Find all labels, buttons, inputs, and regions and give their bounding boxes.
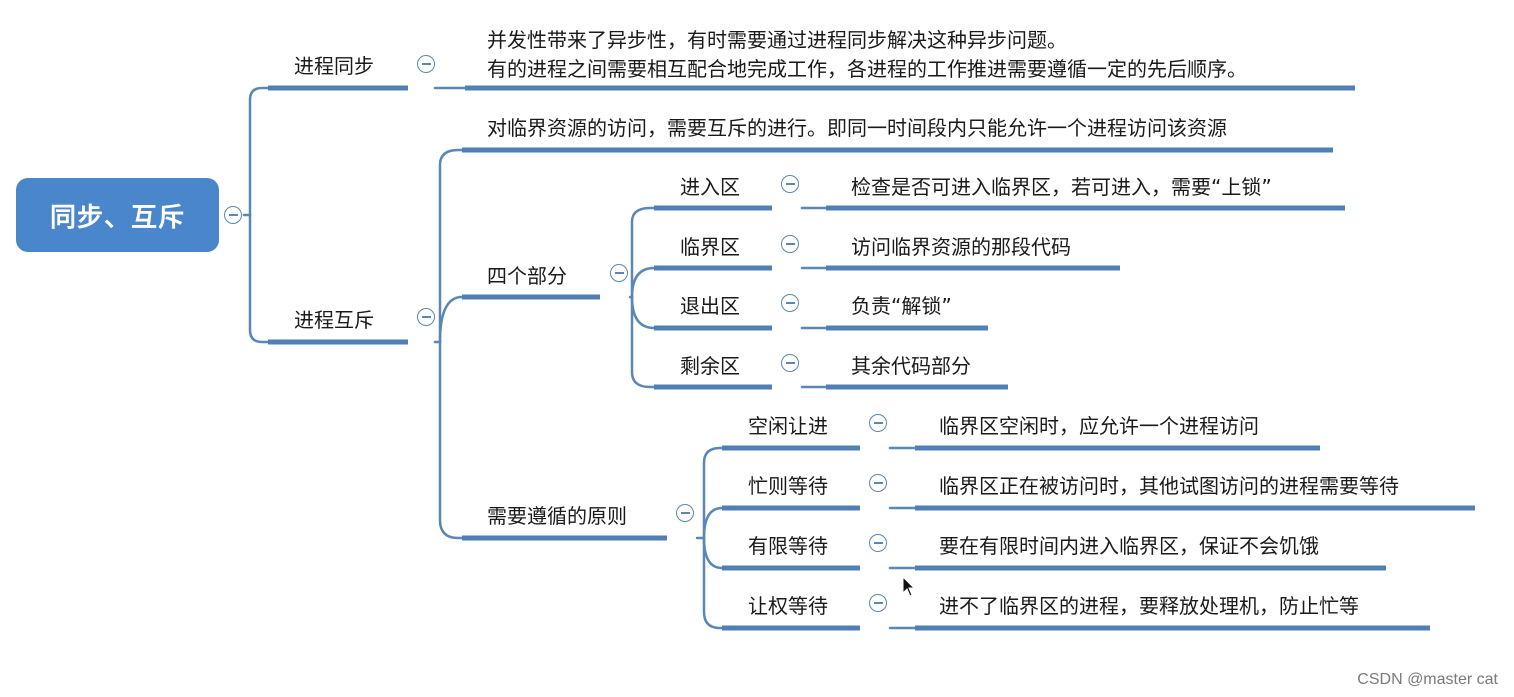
principles-item-collapse-icon[interactable] [869,594,887,612]
principles-item-collapse-icon[interactable] [869,474,887,492]
principles-collapse-icon[interactable] [676,504,694,522]
fourparts-item-label[interactable]: 退出区 [680,294,740,318]
connector-root-sync [248,86,270,217]
root-collapse-icon[interactable] [224,206,242,224]
fourparts-item-collapse-icon[interactable] [781,175,799,193]
connector-mutex-fourparts [438,295,464,344]
fourparts-item-desc: 检查是否可进入临界区，若可进入，需要“上锁” [851,175,1272,199]
principles-item-desc: 临界区空闲时，应允许一个进程访问 [939,414,1259,438]
principles-item-collapse-icon[interactable] [869,414,887,432]
root-node[interactable]: 同步、互斥 [16,178,219,252]
principles-item-label[interactable]: 空闲让进 [748,414,828,438]
principles-item-label[interactable]: 有限等待 [748,534,828,558]
fourparts-item-label[interactable]: 剩余区 [680,354,740,378]
fourparts-item-desc: 其余代码部分 [851,354,971,378]
sync-node-label[interactable]: 进程同步 [294,54,374,78]
mutex-collapse-icon[interactable] [417,308,435,326]
fourparts-item-collapse-icon[interactable] [781,354,799,372]
fourparts-node-label[interactable]: 四个部分 [487,264,567,288]
connector-fourparts-2 [630,266,656,299]
mouse-pointer-icon [902,576,916,597]
connector-mutex-principles [438,340,464,540]
sync-collapse-icon[interactable] [417,55,435,73]
principles-item-label[interactable]: 忙则等待 [748,474,828,498]
principles-node-label[interactable]: 需要遵循的原则 [487,504,627,528]
root-label: 同步、互斥 [49,202,185,233]
fourparts-item-desc: 负责“解锁” [851,294,952,318]
connector-principles-2 [702,506,724,540]
principles-item-label[interactable]: 让权等待 [748,594,828,618]
fourparts-item-label[interactable]: 进入区 [680,175,740,199]
watermark: CSDN @master cat [1357,671,1498,688]
principles-item-collapse-icon[interactable] [869,534,887,552]
principles-item-desc: 要在有限时间内进入临界区，保证不会饥饿 [939,534,1319,558]
connector-root-mutex [248,213,270,344]
fourparts-item-collapse-icon[interactable] [781,294,799,312]
principles-item-desc: 进不了临界区的进程，要释放处理机，防止忙等 [939,594,1359,618]
fourparts-collapse-icon[interactable] [610,264,628,282]
mutex-node-label[interactable]: 进程互斥 [294,308,374,332]
connector-fourparts-3 [630,295,656,330]
connector-principles-4 [702,536,724,630]
sync-detail-line-1: 并发性带来了异步性，有时需要通过进程同步解决这种异步问题。 [487,28,1067,52]
mutex-definition: 对临界资源的访问，需要互斥的进行。即同一时间段内只能允许一个进程访问该资源 [487,116,1227,140]
connector-principles-1 [702,446,724,540]
connector-mutex-definition [438,148,464,344]
principles-item-desc: 临界区正在被访问时，其他试图访问的进程需要等待 [939,474,1399,498]
sync-detail-line-2: 有的进程之间需要相互配合地完成工作，各进程的工作推进需要遵循一定的先后顺序。 [487,57,1247,81]
connector-fourparts-4 [630,295,656,389]
fourparts-item-collapse-icon[interactable] [781,235,799,253]
fourparts-item-label[interactable]: 临界区 [680,235,740,259]
fourparts-item-desc: 访问临界资源的那段代码 [851,235,1071,259]
connector-fourparts-1 [630,206,656,299]
connector-principles-3 [702,536,724,570]
